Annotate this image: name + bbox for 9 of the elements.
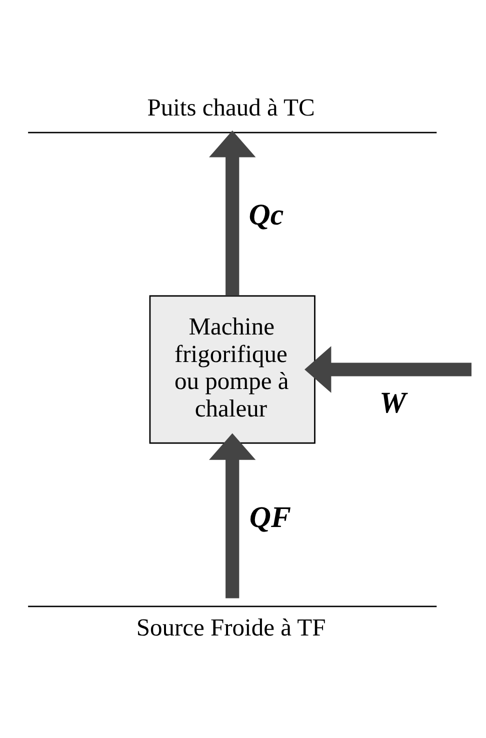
node-text: Source Froide à TF [136, 614, 326, 642]
node-box: Machine frigorifique ou pompe à chaleur [148, 294, 315, 444]
arrow [208, 130, 256, 296]
edge-label: Qc [248, 198, 284, 232]
edge-label: QF [248, 500, 291, 534]
arrow [208, 432, 256, 598]
arrow [304, 346, 471, 392]
edge-label: W [379, 386, 406, 420]
node-text: Puits chaud à TC [146, 94, 314, 121]
